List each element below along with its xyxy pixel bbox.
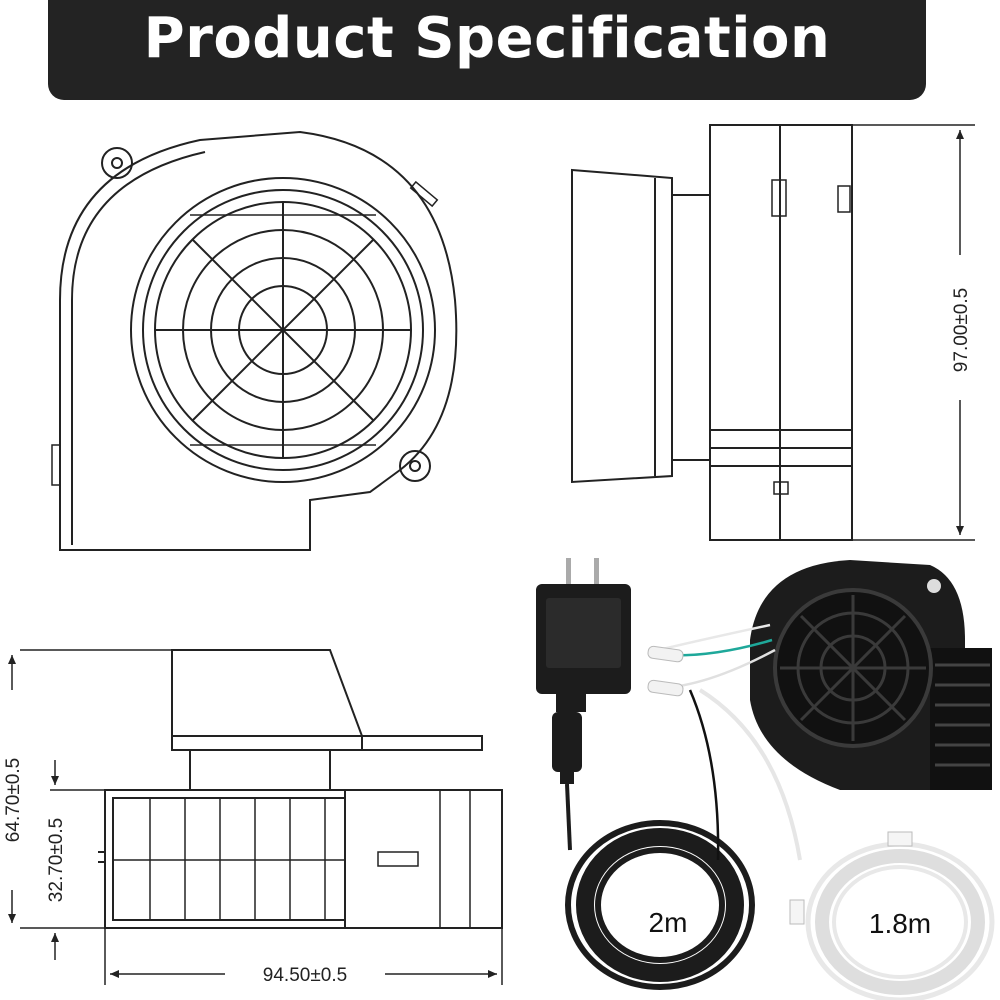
title-banner: Product Specification <box>48 0 926 100</box>
height-dimension-label: 97.00±0.5 <box>951 288 972 372</box>
total-depth-label: 64.70±0.5 <box>3 758 24 842</box>
front-view-drawing <box>51 130 458 551</box>
coiled-power-cable <box>565 783 755 990</box>
coiled-led-strip <box>789 831 995 1000</box>
power-adapter-image <box>536 558 631 784</box>
width-dimension-label: 94.50±0.5 <box>263 965 347 986</box>
power-cable-length-label: 2m <box>649 907 688 938</box>
depth-dimension-lines <box>7 649 503 985</box>
blower-fan-image <box>750 560 992 790</box>
led-strip-length-label: 1.8m <box>869 908 931 939</box>
wire-connectors <box>647 645 684 697</box>
page-title: Product Specification <box>143 6 831 71</box>
height-dimension-line <box>852 124 975 541</box>
side-view-drawing <box>571 124 853 541</box>
body-depth-label: 32.70±0.5 <box>46 818 67 902</box>
top-view-drawing <box>98 649 503 929</box>
